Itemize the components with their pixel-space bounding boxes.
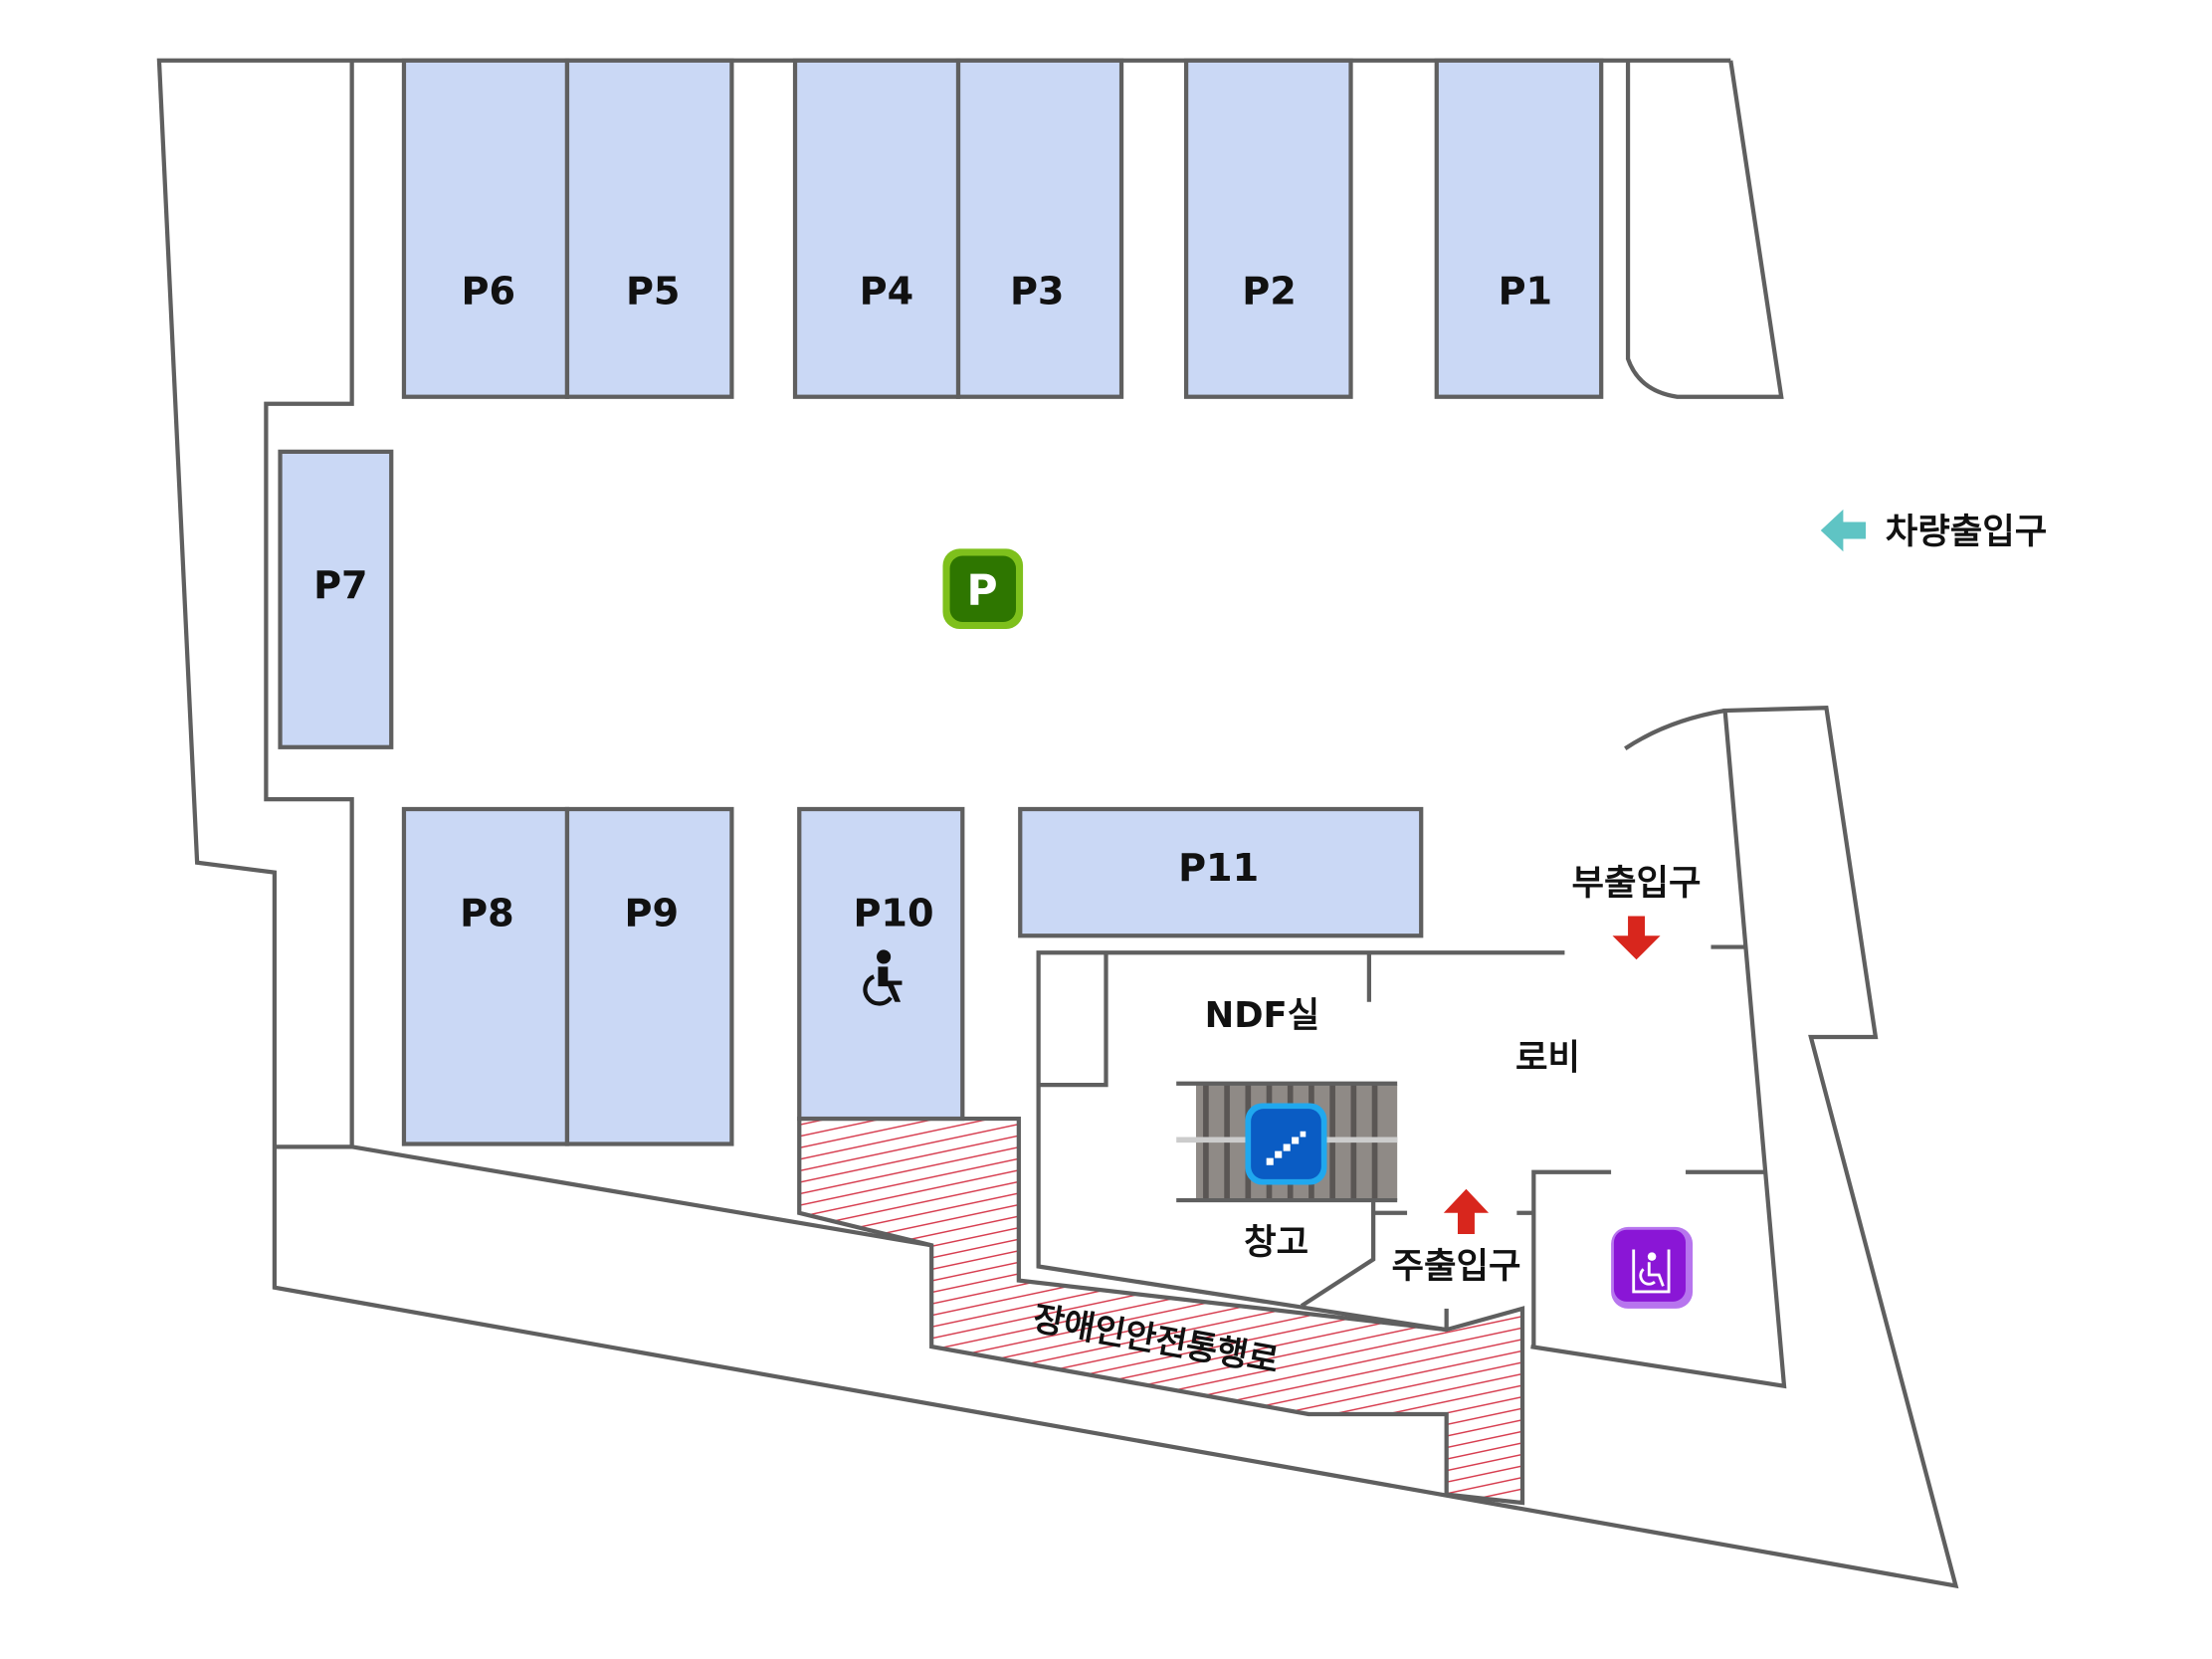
slot-label: P8 [460, 892, 514, 935]
slot-label: P2 [1242, 270, 1297, 313]
slot-label: P3 [1010, 270, 1065, 313]
parking-slot-p5[interactable]: P5 [564, 58, 734, 399]
ndf-wall [1038, 952, 1108, 1088]
parking-slot-p4[interactable]: P4 [792, 58, 961, 399]
accessible-elevator-icon [1611, 1226, 1694, 1309]
secondary-entrance-label: 부출입구 [1572, 863, 1702, 904]
parking-icon-letter: P [967, 567, 998, 616]
stairs-icon [1245, 1103, 1327, 1185]
slot-label: P6 [462, 270, 516, 313]
slot-label: P4 [860, 270, 914, 313]
parking-icon: P [942, 548, 1024, 630]
elevator-room-wall [1531, 1169, 1612, 1348]
parking-slot-p10[interactable]: P10 [797, 806, 965, 1122]
slot-label: P11 [1178, 847, 1259, 891]
vehicle-entrance-arrow-icon [1820, 509, 1867, 552]
lot-ne-wall [1625, 60, 1784, 399]
south-wall [351, 1144, 932, 1248]
lot-outer-wall [156, 58, 1959, 1589]
inner-island-wall [264, 60, 354, 1149]
building-wall [1036, 950, 1565, 1333]
slot-label: P7 [313, 564, 368, 608]
wheelchair-icon [863, 949, 903, 1006]
storage-label: 창고 [1244, 1222, 1308, 1263]
ndf-room-label: NDF실 [1205, 995, 1320, 1036]
ramp-curve [1624, 708, 1725, 750]
secondary-entrance-arrow-icon [1612, 916, 1661, 960]
main-entrance-label: 주출입구 [1392, 1246, 1521, 1287]
parking-slot-p11[interactable]: P11 [1018, 806, 1424, 938]
slot-label: P1 [1499, 270, 1553, 313]
parking-slot-p1[interactable]: P1 [1434, 58, 1604, 399]
slot-label: P10 [853, 892, 933, 935]
parking-slot-p7[interactable]: P7 [278, 449, 394, 749]
parking-slot-p9[interactable]: P9 [564, 806, 734, 1146]
parking-slot-p2[interactable]: P2 [1183, 58, 1353, 399]
parking-slot-p8[interactable]: P8 [401, 806, 570, 1146]
main-entrance-arrow-icon [1443, 1188, 1490, 1234]
slot-label: P5 [626, 270, 681, 313]
lobby-label: 로비 [1515, 1038, 1580, 1079]
parking-slot-p6[interactable]: P6 [401, 58, 570, 399]
slot-label: P9 [625, 892, 680, 935]
storage-wall [1300, 1201, 1376, 1308]
vehicle-entrance-label: 차량출입구 [1886, 512, 2048, 552]
parking-slot-p3[interactable]: P3 [955, 58, 1124, 399]
